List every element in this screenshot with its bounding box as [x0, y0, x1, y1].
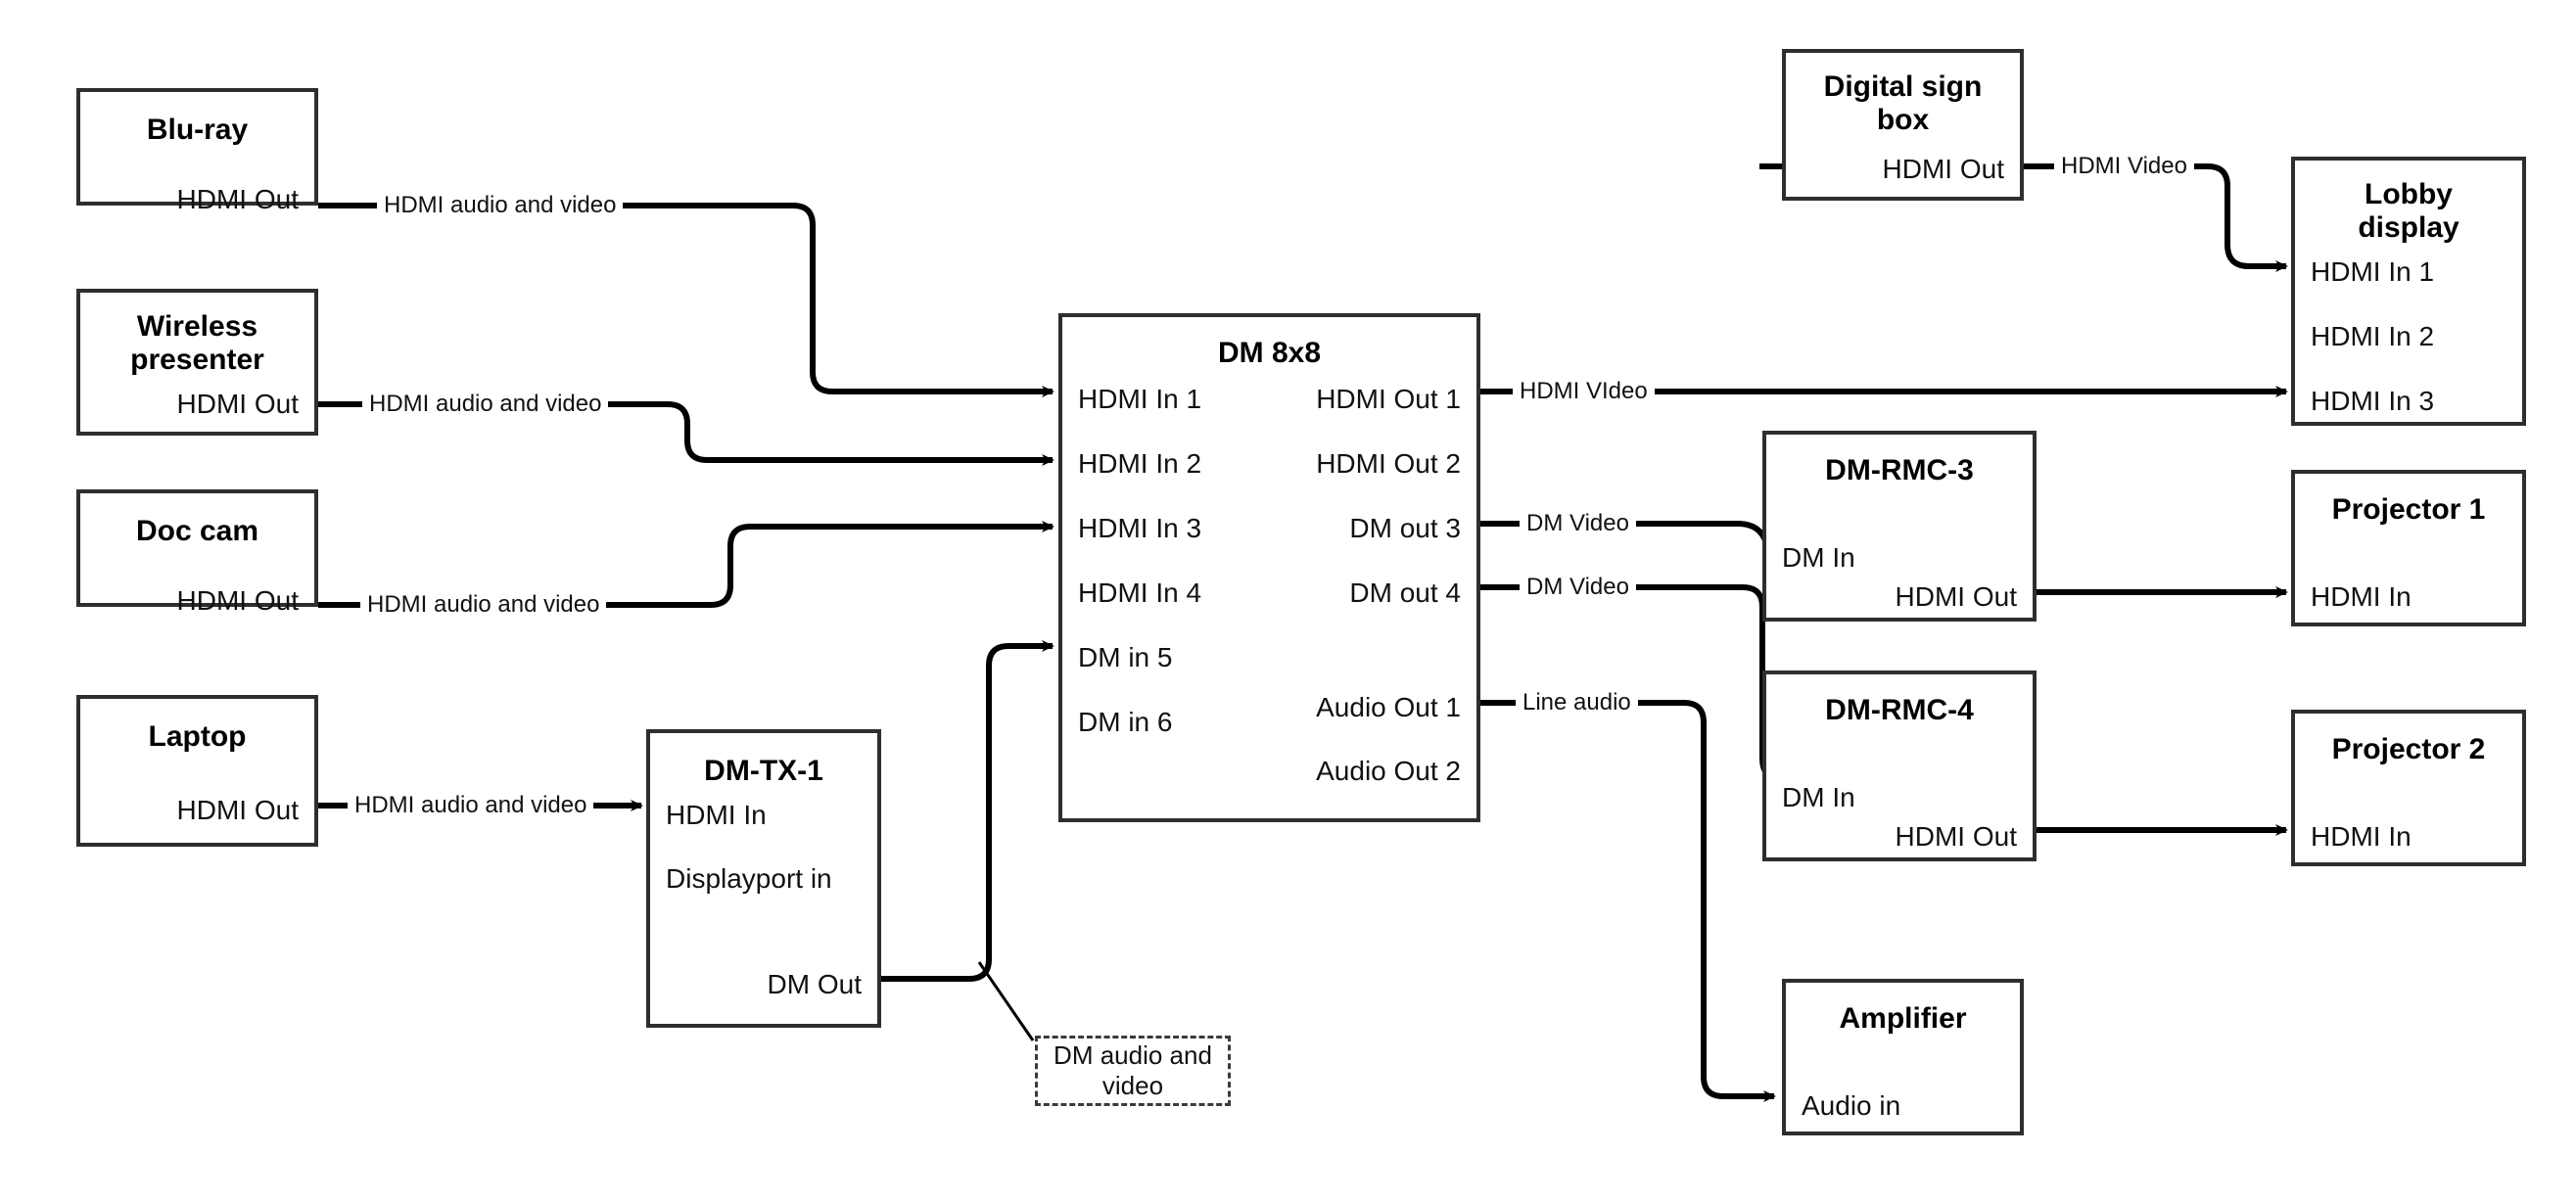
node-doc-cam[interactable]: Doc cam HDMI Out	[76, 489, 318, 615]
annotation-dm-audio-and-video-line2: video	[1101, 1071, 1164, 1100]
node-dm-8x8-output-hdmi-out-1[interactable]: HDMI Out 1	[1316, 384, 1461, 414]
node-amplifier-port-audio-in[interactable]: Audio in	[1802, 1090, 1901, 1121]
node-lobby-display-title-line2: display	[2358, 211, 2459, 244]
node-dm-8x8-output-dm-out-4[interactable]: DM out 4	[1349, 577, 1461, 608]
node-dm-tx-1-port-displayport-in[interactable]: Displayport in	[666, 863, 832, 894]
wire-label-laptop-to-dmtx1: HDMI audio and video	[348, 794, 594, 817]
node-lobby-display-input-hdmi-in-3[interactable]: HDMI In 3	[2311, 386, 2435, 416]
node-lobby-display-title-line1: Lobby	[2365, 178, 2453, 210]
node-bluray-title: Blu-ray	[146, 114, 249, 146]
annotation-dm-audio-and-video-line1: DM audio and	[1054, 1040, 1212, 1071]
node-dm-tx-1[interactable]: DM-TX-1 HDMI In Displayport in DM Out	[646, 729, 881, 1028]
wire-label-doccam-to-dm8x8: HDMI audio and video	[360, 593, 607, 617]
node-dm-rmc-4-port-hdmi-out[interactable]: HDMI Out	[1895, 821, 2017, 852]
wire-dmtx1-to-dm8x8	[881, 640, 1054, 982]
node-bluray[interactable]: Blu-ray HDMI Out	[76, 88, 318, 213]
node-digital-sign-box[interactable]: Digital sign box HDMI Out	[1782, 49, 2024, 201]
node-wireless-presenter-port-hdmi-out[interactable]: HDMI Out	[176, 389, 299, 419]
node-lobby-display-input-hdmi-in-1[interactable]: HDMI In 1	[2311, 256, 2435, 287]
node-bluray-port-hdmi-out[interactable]: HDMI Out	[176, 184, 299, 214]
node-dm-8x8-output-hdmi-out-2[interactable]: HDMI Out 2	[1316, 448, 1461, 479]
node-lobby-display[interactable]: Lobby display HDMI In 1 HDMI In 2 HDMI I…	[2291, 157, 2526, 426]
node-dm-rmc-3-title: DM-RMC-3	[1825, 454, 1974, 486]
node-dm-8x8-output-audio-out-1[interactable]: Audio Out 1	[1316, 692, 1461, 722]
node-dm-8x8-output-audio-out-2[interactable]: Audio Out 2	[1316, 756, 1461, 786]
node-dm-8x8-input-hdmi-in-1[interactable]: HDMI In 1	[1078, 384, 1202, 414]
node-projector-2-title: Projector 2	[2331, 733, 2486, 765]
wire-label-sign-to-lobby: HDMI Video	[2054, 155, 2194, 178]
wire-label-wireless-to-dm8x8: HDMI audio and video	[362, 393, 609, 416]
wire-label-dm8x8-out3-to-rmc3: DM Video	[1520, 512, 1636, 535]
wire-label-dm8x8-audio1-to-amp: Line audio	[1516, 691, 1638, 715]
node-dm-tx-1-title: DM-TX-1	[704, 755, 823, 787]
node-dm-rmc-4-title: DM-RMC-4	[1825, 694, 1974, 726]
node-laptop-title: Laptop	[148, 720, 247, 753]
node-dm-rmc-4[interactable]: DM-RMC-4 DM In HDMI Out	[1762, 670, 2037, 861]
node-projector-1[interactable]: Projector 1 HDMI In	[2291, 470, 2526, 626]
node-dm-8x8[interactable]: DM 8x8 HDMI In 1 HDMI In 2 HDMI In 3 HDM…	[1058, 313, 1480, 822]
node-projector-1-title: Projector 1	[2331, 493, 2486, 526]
node-laptop-port-hdmi-out[interactable]: HDMI Out	[176, 795, 299, 825]
node-dm-rmc-3[interactable]: DM-RMC-3 DM In HDMI Out	[1762, 431, 2037, 622]
node-dm-rmc-3-port-dm-in[interactable]: DM In	[1782, 542, 1855, 573]
node-doc-cam-port-hdmi-out[interactable]: HDMI Out	[176, 585, 299, 616]
node-wireless-presenter-title-line2: presenter	[130, 344, 264, 376]
wire-label-dm8x8-out4-to-rmc4: DM Video	[1520, 576, 1636, 599]
node-dm-8x8-title: DM 8x8	[1217, 337, 1322, 369]
node-laptop[interactable]: Laptop HDMI Out	[76, 695, 318, 847]
node-projector-2-port-hdmi-in[interactable]: HDMI In	[2311, 821, 2412, 852]
node-dm-tx-1-port-hdmi-in[interactable]: HDMI In	[666, 800, 767, 830]
node-digital-sign-box-title-line2: box	[1876, 104, 1930, 136]
node-dm-8x8-input-hdmi-in-2[interactable]: HDMI In 2	[1078, 448, 1202, 479]
annotation-dm-audio-and-video: DM audio and video	[1035, 1036, 1231, 1106]
node-amplifier-title: Amplifier	[1839, 1002, 1967, 1035]
node-doc-cam-title: Doc cam	[135, 515, 259, 547]
wire-dm8x8-audio1-to-amp	[1480, 700, 1776, 1102]
node-dm-8x8-input-dm-in-5[interactable]: DM in 5	[1078, 642, 1173, 672]
node-projector-2[interactable]: Projector 2 HDMI In	[2291, 710, 2526, 866]
wire-label-bluray-to-dm8x8: HDMI audio and video	[377, 194, 624, 217]
wire-label-dm8x8-out1-to-lobby: HDMI VIdeo	[1513, 380, 1655, 403]
node-dm-8x8-output-dm-out-3[interactable]: DM out 3	[1349, 513, 1461, 543]
leader-dm-audio-video	[977, 961, 1035, 1041]
node-dm-8x8-input-hdmi-in-3[interactable]: HDMI In 3	[1078, 513, 1202, 543]
node-wireless-presenter-title-line1: Wireless	[136, 310, 258, 343]
node-dm-rmc-3-port-hdmi-out[interactable]: HDMI Out	[1895, 581, 2017, 612]
node-lobby-display-input-hdmi-in-2[interactable]: HDMI In 2	[2311, 321, 2435, 351]
node-digital-sign-box-port-hdmi-out[interactable]: HDMI Out	[1882, 154, 2004, 184]
node-wireless-presenter[interactable]: Wireless presenter HDMI Out	[76, 289, 318, 436]
node-amplifier[interactable]: Amplifier Audio in	[1782, 979, 2024, 1135]
wire-bluray-to-dm8x8	[318, 203, 1054, 397]
node-digital-sign-box-title-line1: Digital sign	[1823, 70, 1983, 103]
node-dm-rmc-4-port-dm-in[interactable]: DM In	[1782, 782, 1855, 812]
node-dm-8x8-input-hdmi-in-4[interactable]: HDMI In 4	[1078, 577, 1202, 608]
node-dm-8x8-input-dm-in-6[interactable]: DM in 6	[1078, 707, 1173, 737]
node-dm-tx-1-port-dm-out[interactable]: DM Out	[767, 969, 862, 999]
node-projector-1-port-hdmi-in[interactable]: HDMI In	[2311, 581, 2412, 612]
